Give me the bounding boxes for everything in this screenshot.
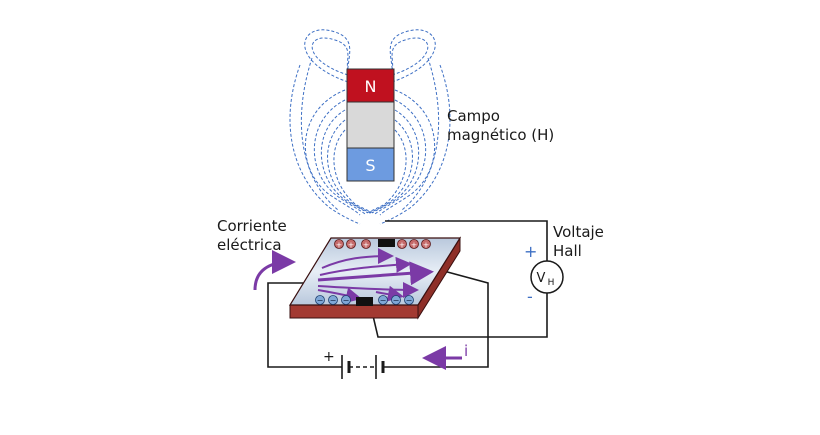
positive-charge: +	[361, 239, 371, 250]
positive-charge: +	[334, 239, 344, 250]
hall-minus-sign: -	[527, 287, 533, 306]
plate-side-front	[289, 304, 419, 319]
svg-text:−: −	[406, 296, 413, 305]
svg-text:−: −	[393, 296, 400, 305]
svg-text:−: −	[343, 296, 350, 305]
negative-charge: −	[315, 295, 325, 305]
positive-charge: +	[346, 239, 356, 250]
svg-text:−: −	[380, 296, 387, 305]
south-label: S	[365, 156, 375, 175]
battery	[341, 355, 385, 379]
svg-text:+: +	[399, 241, 406, 250]
bar-magnet: N S	[346, 68, 395, 182]
current-flow-arrows	[317, 248, 434, 304]
svg-text:+: +	[423, 241, 430, 250]
voltmeter-subscript: H	[548, 278, 555, 288]
circuit-current-label: i	[464, 342, 468, 360]
battery-plus-sign: +	[323, 349, 335, 365]
positive-charge: +	[409, 239, 419, 250]
voltmeter-symbol: V	[537, 271, 546, 286]
negative-charge: −	[404, 295, 414, 305]
svg-text:+: +	[363, 241, 370, 250]
magnetic-field-lines	[289, 29, 451, 225]
field-label-line2: magnético (H)	[447, 126, 554, 144]
positive-charges: + + + + + +	[334, 239, 431, 250]
magnet-north-pole	[346, 68, 395, 103]
hall-voltmeter: V H	[530, 260, 564, 294]
hall-label-line2: Hall	[553, 242, 582, 260]
svg-text:+: +	[336, 241, 343, 250]
positive-charge: +	[421, 239, 431, 250]
bottom-contact-pad	[356, 297, 373, 306]
plate-top	[288, 237, 462, 306]
positive-charge: +	[397, 239, 407, 250]
conductor-plate	[288, 236, 462, 320]
magnet-south-pole	[346, 147, 395, 182]
svg-text:−: −	[330, 296, 337, 305]
north-label: N	[365, 77, 377, 96]
negative-charge: −	[391, 295, 401, 305]
svg-text:+: +	[411, 241, 418, 250]
svg-text:+: +	[348, 241, 355, 250]
field-label-line1: Campo	[447, 107, 500, 125]
current-label-line2: eléctrica	[217, 236, 282, 254]
svg-text:−: −	[317, 296, 324, 305]
negative-charges: − − − − − −	[315, 295, 414, 305]
current-input-arrow	[253, 250, 296, 291]
negative-charge: −	[341, 295, 351, 305]
negative-charge: −	[378, 295, 388, 305]
hall-label-line1: Voltaje	[553, 223, 604, 241]
negative-charge: −	[328, 295, 338, 305]
current-label-line1: Corriente	[217, 217, 287, 235]
top-contact-pad	[378, 239, 395, 247]
hall-plus-sign: +	[524, 242, 537, 261]
magnet-body	[346, 101, 395, 149]
